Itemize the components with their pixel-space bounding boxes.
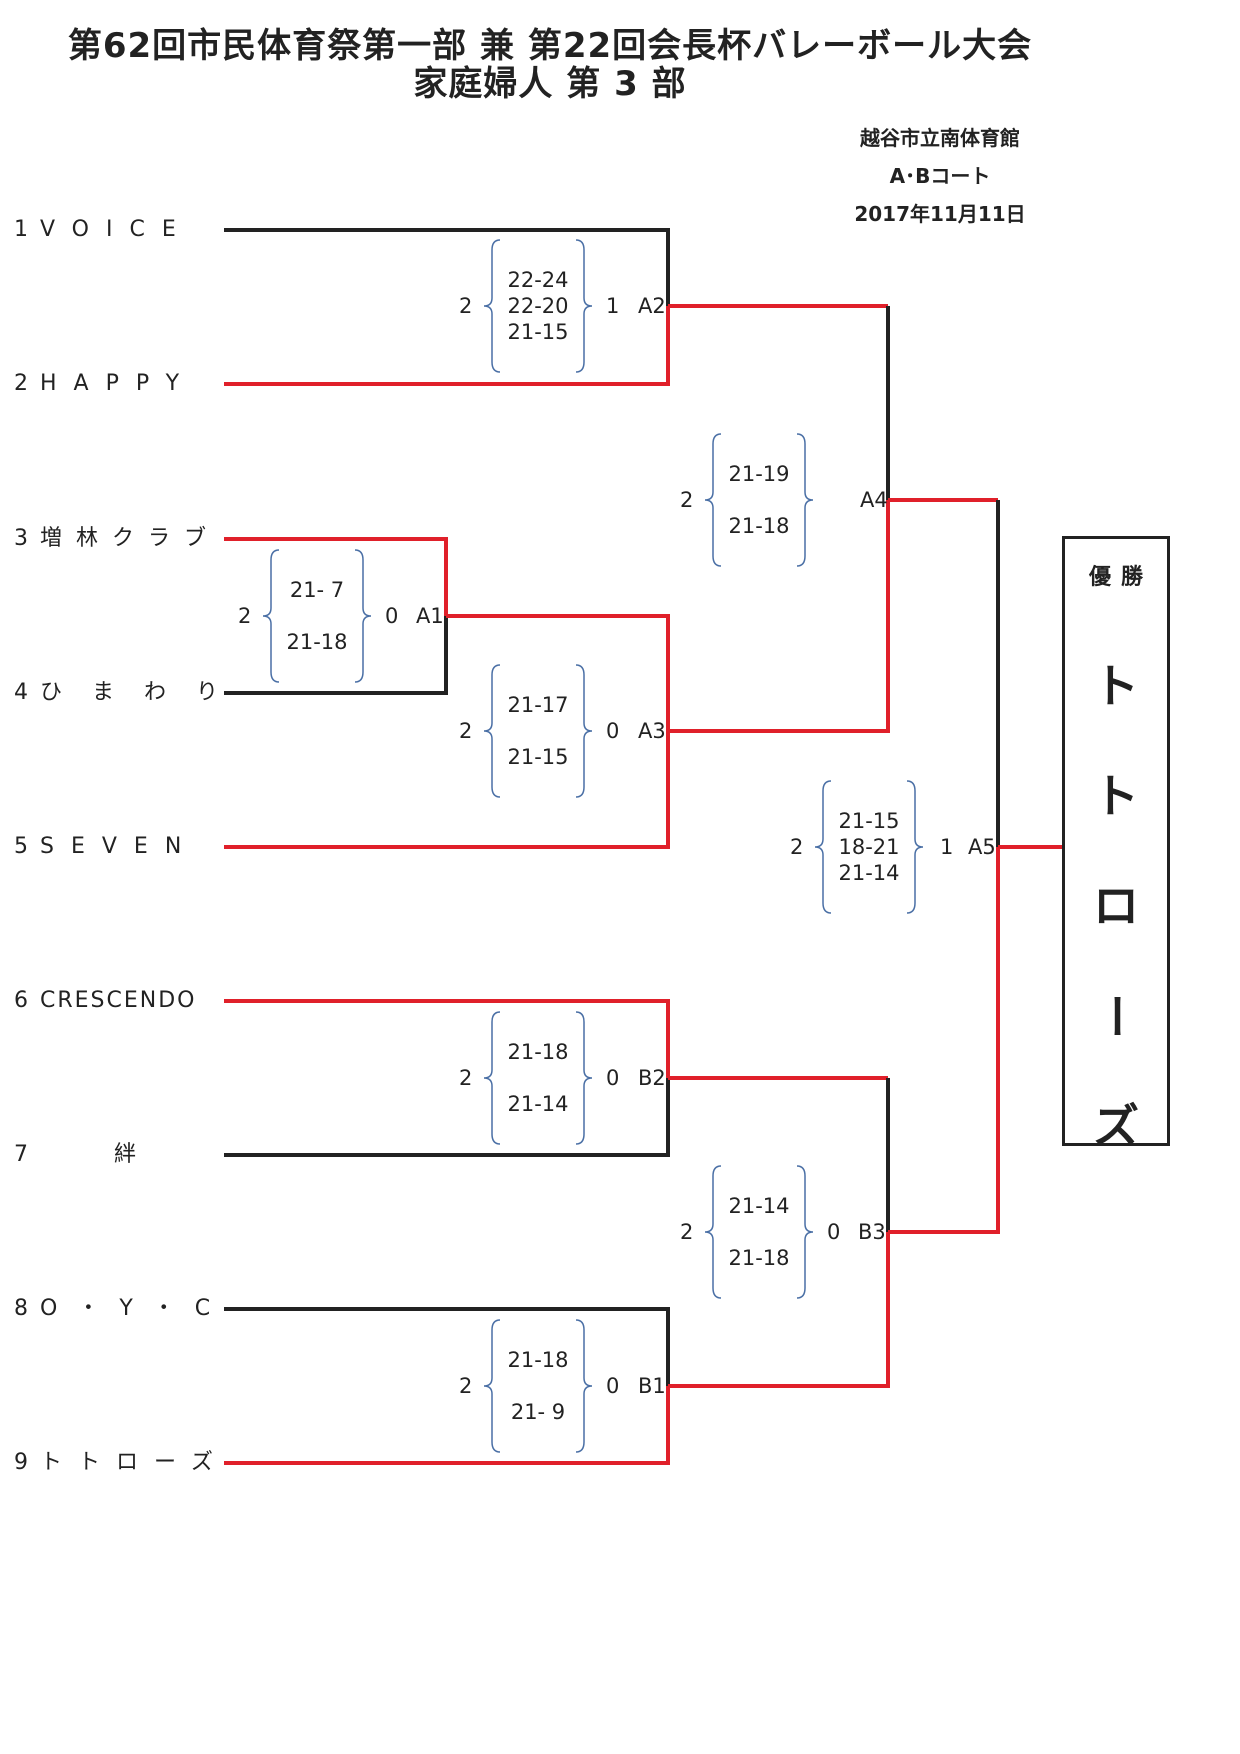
B2-left-brace: [483, 1011, 501, 1145]
B2-set-1: 21-18: [507, 1040, 569, 1064]
line-team5: [224, 731, 670, 849]
line-B1-winner: [668, 1232, 890, 1388]
B2-match-code: B2: [638, 1066, 666, 1090]
B3-right-brace: [796, 1165, 814, 1299]
A5-right-score: 1: [940, 835, 954, 859]
A2-set-2: 22-20: [507, 294, 569, 318]
A4-left-score: 2: [680, 488, 694, 512]
A2-left-brace: [483, 239, 501, 373]
A2-right-brace: [575, 239, 593, 373]
line-B3-winner: [888, 847, 1000, 1234]
A4-match-code: A4: [860, 488, 888, 512]
champion-char-4: ー: [1089, 993, 1143, 1039]
A3-right-brace: [575, 664, 593, 798]
line-A1-winner: [446, 614, 670, 731]
A1-set-2: 21-18: [286, 630, 348, 654]
A5-left-brace: [814, 780, 832, 914]
B2-right-brace: [575, 1011, 593, 1145]
A4-right-brace: [796, 433, 814, 567]
B3-set-2: 21-18: [728, 1246, 790, 1270]
A1-right-score: 0: [385, 604, 399, 628]
A1-left-score: 2: [238, 604, 252, 628]
A4-left-brace: [704, 433, 722, 567]
A2-match-code: A2: [638, 294, 666, 318]
A3-set-1: 21-17: [507, 693, 569, 717]
B2-left-score: 2: [459, 1066, 473, 1090]
champion-char-1: ト: [1093, 659, 1139, 713]
A3-left-score: 2: [459, 719, 473, 743]
B2-set-2: 21-14: [507, 1092, 569, 1116]
champion-char-3: ロ: [1093, 879, 1139, 933]
A4-set-2: 21-18: [728, 514, 790, 538]
A5-match-code: A5: [968, 835, 996, 859]
champion-char-2: ト: [1093, 769, 1139, 823]
line-team4: [224, 616, 448, 695]
line-team8: [224, 1307, 670, 1386]
A5-left-score: 2: [790, 835, 804, 859]
champion-label: 優勝: [1088, 565, 1153, 590]
B3-right-score: 0: [827, 1220, 841, 1244]
champion-name: ト ト ロ ー ズ: [1065, 631, 1167, 1181]
A1-right-brace: [354, 549, 372, 683]
B1-right-brace: [575, 1319, 593, 1453]
champion-char-5: ズ: [1093, 1099, 1139, 1153]
A5-set-3: 21-14: [838, 861, 900, 885]
court: A･Bコート: [889, 164, 991, 188]
A3-left-brace: [483, 664, 501, 798]
A5-set-1: 21-15: [838, 809, 900, 833]
A3-right-score: 0: [606, 719, 620, 743]
B1-set-1: 21-18: [507, 1348, 569, 1372]
A3-match-code: A3: [638, 719, 666, 743]
line-A3-winner: [668, 500, 890, 733]
line-team6: [224, 999, 670, 1078]
B1-left-brace: [483, 1319, 501, 1453]
A3-set-2: 21-15: [507, 745, 569, 769]
B1-set-2: 21- 9: [510, 1400, 566, 1424]
A2-right-score: 1: [606, 294, 620, 318]
B3-left-score: 2: [680, 1220, 694, 1244]
A2-set-1: 22-24: [507, 268, 569, 292]
B3-set-1: 21-14: [728, 1194, 790, 1218]
A2-set-3: 21-15: [507, 320, 569, 344]
B1-left-score: 2: [459, 1374, 473, 1398]
A2-left-score: 2: [459, 294, 473, 318]
line-team2: [224, 306, 670, 386]
champion-box: 優勝 ト ト ロ ー ズ: [1062, 536, 1170, 1153]
line-team9: [224, 1386, 670, 1465]
line-team7: [224, 1078, 670, 1157]
B3-match-code: B3: [858, 1220, 886, 1244]
B2-right-score: 0: [606, 1066, 620, 1090]
line-team3: [224, 537, 448, 616]
A4-set-1: 21-19: [728, 462, 790, 486]
date: 2017年11月11日: [854, 202, 1026, 226]
A1-match-code: A1: [416, 604, 444, 628]
A5-right-brace: [906, 780, 924, 914]
tournament-title: 第62回市民体育祭第一部 兼 第22回会長杯バレーボール大会: [67, 26, 1033, 66]
A1-left-brace: [262, 549, 280, 683]
A5-set-2: 18-21: [838, 835, 900, 859]
B1-right-score: 0: [606, 1374, 620, 1398]
line-team1: [224, 228, 670, 306]
division-title: 家庭婦人 第 3 部: [413, 64, 687, 104]
B3-left-brace: [704, 1165, 722, 1299]
B1-match-code: B1: [638, 1374, 666, 1398]
A1-set-1: 21- 7: [289, 578, 345, 602]
venue: 越谷市立南体育館: [860, 126, 1020, 150]
